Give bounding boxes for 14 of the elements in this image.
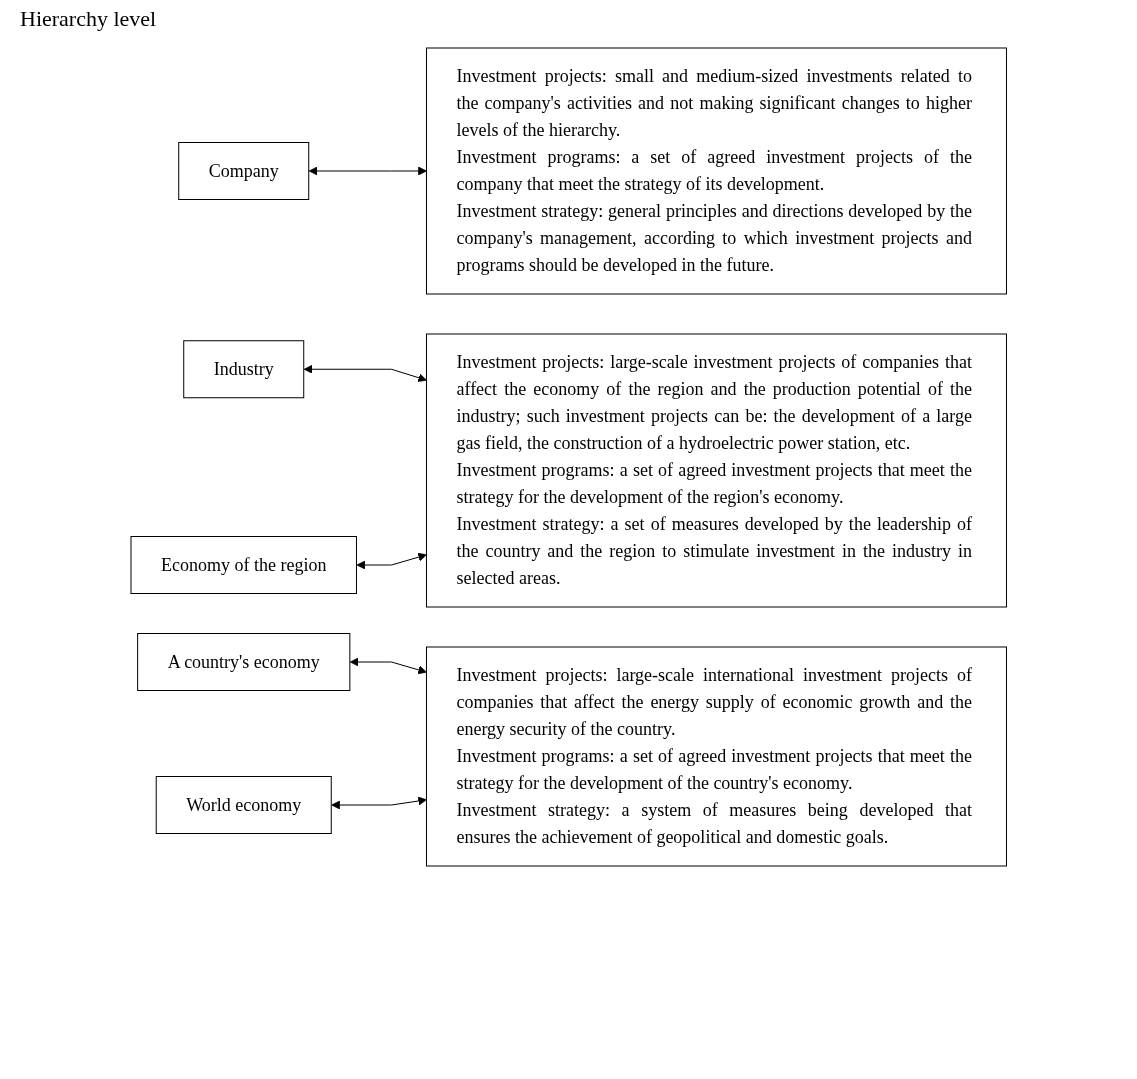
- node-box: Investment projects: small and medium-sized investments related to the company's activities and not making significant changes to higher levels of the hierarchy. Investment programs: a set of agreed investment projects of the company that meet the strategy of its development. Investment strategy: general principles and directions developed by the company's management, according to which investment projects and programs should be developed in the future.: [425, 47, 1007, 295]
- arrow: [349, 657, 427, 675]
- node-box: Investment projects: large-scale international investment projects of companies that affect the energy supply of economic growth and the energy security of the country. Investment programs: a set of agreed investment projects that meet the strategy for the development of the country's economy. Investment strategy: a system of measures being developed that ensures the achievement of geopolitical and domestic goals.: [425, 646, 1007, 867]
- arrow: [303, 364, 427, 382]
- node-box: Investment projects: large-scale investment projects of companies that affect the economy of the region and the production potential of the industry; such investment projects can be: the development of a large gas field, the construction of a hydroelectric power station, etc. Investment programs: a set of agreed investment projects that meet the strategy for the development of the region's economy. Investment strategy: a set of measures developed by the leadership of the country and the region to stimulate investment in the industry in selected areas.: [425, 333, 1007, 608]
- node-box: Industry: [183, 340, 304, 399]
- arrow: [331, 796, 427, 810]
- node-box: A country's economy: [136, 633, 351, 691]
- arrow: [356, 552, 427, 570]
- node-box: World economy: [155, 776, 332, 834]
- arrow: [308, 166, 427, 176]
- node-box: Company: [178, 142, 309, 200]
- axis-label: Hierarchy level: [20, 6, 157, 32]
- node-box: Economy of the region: [130, 536, 357, 594]
